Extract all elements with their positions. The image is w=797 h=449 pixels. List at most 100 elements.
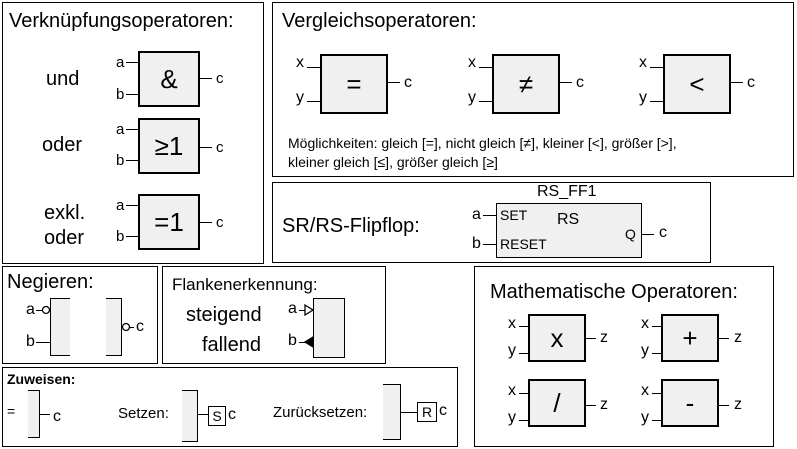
xor-gate-symbol: =1 <box>154 206 184 237</box>
negate-input-a: a <box>26 301 35 318</box>
sub-input-y: y <box>641 409 649 426</box>
flipflop-q-pin: Q <box>625 226 636 242</box>
cmp-eq-output-c: c <box>404 74 412 91</box>
set-label: Setzen: <box>118 405 169 422</box>
flipflop-output-c: c <box>659 224 667 241</box>
cmp-ne-input-y: y <box>468 89 476 106</box>
negate-output-c: c <box>136 318 144 335</box>
not-equal-comparator: ≠ <box>492 54 560 114</box>
logic-title: Verknüpfungsoperatoren: <box>9 10 234 32</box>
cmp-eq-input-x: x <box>296 54 304 71</box>
xor-label-line2: oder <box>44 227 85 249</box>
sub-input-x: x <box>641 382 649 399</box>
add-input-y: y <box>641 342 649 359</box>
assign-equal-label: = <box>7 403 16 419</box>
flipflop-name: RS_FF1 <box>537 183 597 200</box>
edge-detector-block <box>313 298 345 358</box>
oder-output-c: c <box>216 139 224 156</box>
subtract-block: - <box>661 379 719 427</box>
und-output-c: c <box>216 70 224 87</box>
not-equal-symbol: ≠ <box>518 68 534 99</box>
edge-rising-label: steigend <box>186 304 262 326</box>
und-input-b: b <box>116 86 125 103</box>
add-block: + <box>661 314 719 362</box>
flipflop-set-pin: SET <box>500 207 528 223</box>
flipflop-label: SR/RS-Flipflop: <box>282 215 420 237</box>
cmp-lt-output-c: c <box>747 74 755 91</box>
edge-input-a: a <box>288 300 297 317</box>
und-label: und <box>46 68 80 90</box>
or-gate: ≥1 <box>138 118 200 174</box>
compare-note-line2: kleiner gleich [≤], größer gleich [≥] <box>288 154 498 170</box>
oder-input-b: b <box>116 152 125 169</box>
add-symbol: + <box>682 322 698 353</box>
and-gate: & <box>138 51 200 107</box>
mul-input-y: y <box>508 342 516 359</box>
xor-output-c: c <box>216 214 224 231</box>
assign-panel <box>2 367 458 447</box>
cmp-ne-output-c: c <box>576 74 584 91</box>
flipflop-input-b: b <box>472 235 481 252</box>
less-than-symbol: < <box>689 68 705 99</box>
xor-label-line1: exkl. <box>44 202 86 224</box>
sub-output-z: z <box>734 396 742 413</box>
multiply-symbol: x <box>550 322 564 353</box>
reset-coil-symbol: R <box>421 404 433 420</box>
assign-equal-output-c: c <box>53 408 61 425</box>
divide-block: / <box>528 379 586 427</box>
cmp-lt-input-x: x <box>639 54 647 71</box>
assign-title: Zuweisen: <box>7 371 76 387</box>
compare-title: Vergleichsoperatoren: <box>282 10 477 32</box>
reset-block <box>383 384 401 440</box>
xor-input-a: a <box>116 197 125 214</box>
mul-output-z: z <box>600 329 608 346</box>
divide-symbol: / <box>553 387 561 418</box>
math-operators-panel <box>474 266 774 447</box>
negate-input-b: b <box>26 333 35 350</box>
div-output-z: z <box>600 396 608 413</box>
set-coil-symbol: S <box>212 408 222 424</box>
compare-note-line1: Möglichkeiten: gleich [=], nicht gleich … <box>288 135 677 151</box>
multiply-block: x <box>528 314 586 362</box>
negate-input-block <box>50 298 70 356</box>
negate-title: Negieren: <box>7 271 94 293</box>
cmp-lt-input-y: y <box>639 89 647 106</box>
edge-title: Flankenerkennung: <box>172 275 318 294</box>
div-input-y: y <box>508 409 516 426</box>
set-coil: S <box>208 406 226 426</box>
edge-input-b: b <box>288 332 297 349</box>
reset-coil: R <box>417 402 437 422</box>
edge-falling-label: fallend <box>202 334 261 356</box>
less-than-comparator: < <box>663 54 731 114</box>
cmp-eq-input-y: y <box>296 89 304 106</box>
flipflop-reset-pin: RESET <box>500 236 547 252</box>
add-input-x: x <box>641 315 649 332</box>
cmp-ne-input-x: x <box>468 54 476 71</box>
mul-input-x: x <box>508 315 516 332</box>
add-output-z: z <box>734 329 742 346</box>
subtract-symbol: - <box>685 387 695 418</box>
flipflop-input-a: a <box>472 206 481 223</box>
set-block <box>182 390 198 442</box>
set-output-c: c <box>228 406 236 423</box>
and-gate-symbol: & <box>160 63 178 94</box>
math-title: Mathematische Operatoren: <box>490 281 738 303</box>
assign-equal-block <box>28 390 40 438</box>
rs-flipflop-block <box>496 203 642 258</box>
or-gate-symbol: ≥1 <box>154 130 184 161</box>
flipflop-type: RS <box>557 211 580 228</box>
equal-comparator: = <box>320 54 388 114</box>
negate-output-block <box>106 298 122 356</box>
oder-label: oder <box>42 134 83 156</box>
equal-symbol: = <box>346 68 362 99</box>
logic-operators-panel <box>2 2 264 264</box>
reset-output-c: c <box>439 402 447 419</box>
oder-input-a: a <box>116 121 125 138</box>
div-input-x: x <box>508 382 516 399</box>
negate-panel <box>2 266 158 364</box>
und-input-a: a <box>116 54 125 71</box>
xor-gate: =1 <box>138 194 200 250</box>
xor-input-b: b <box>116 228 125 245</box>
reset-label: Zurücksetzen: <box>273 404 368 421</box>
edge-detection-panel <box>162 266 386 364</box>
